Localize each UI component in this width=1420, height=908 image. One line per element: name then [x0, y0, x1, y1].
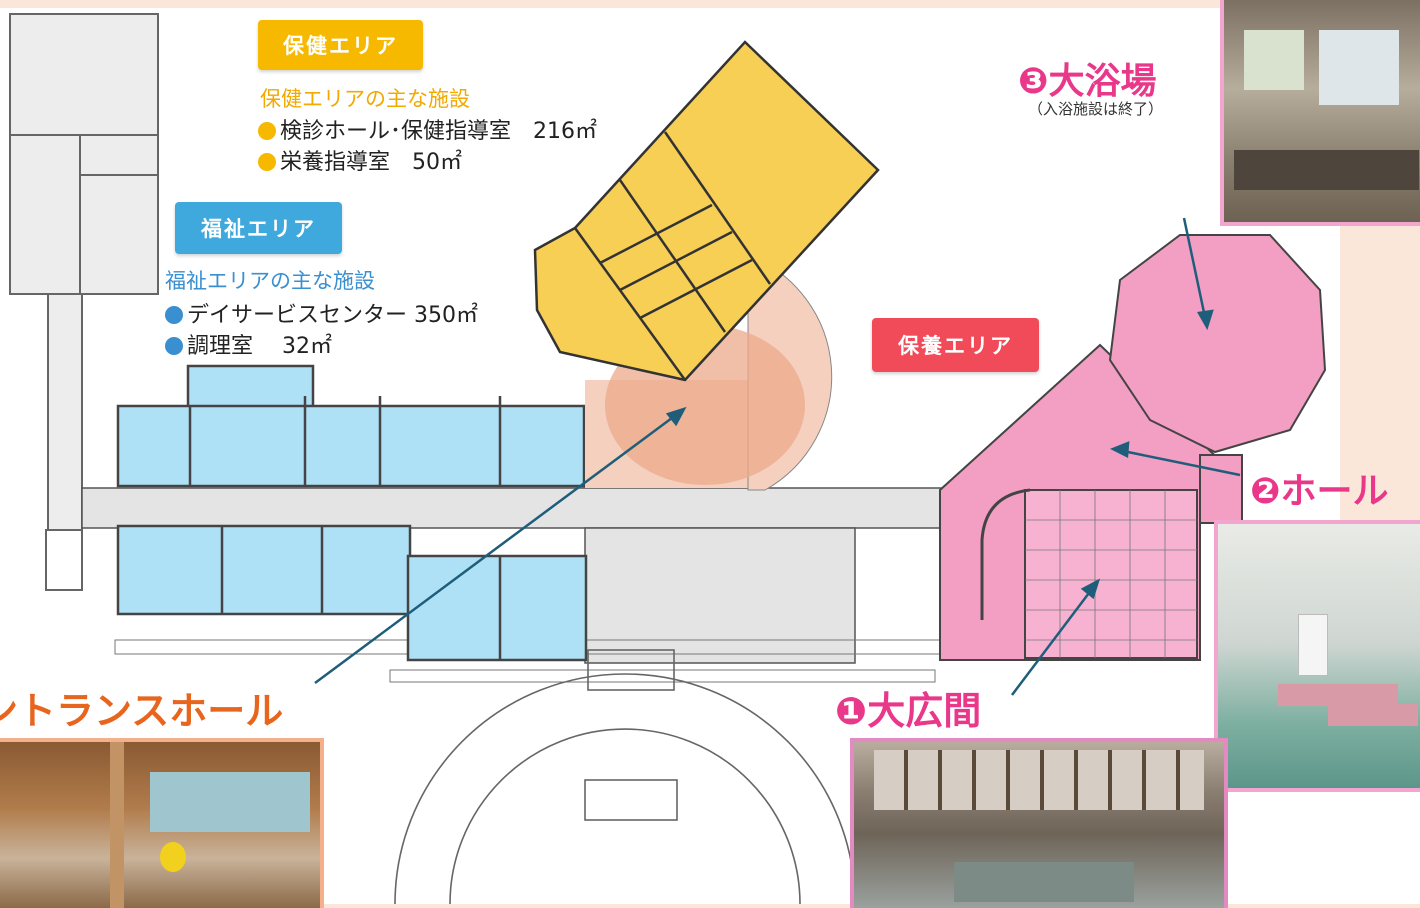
welfare-area-zone — [116, 364, 588, 662]
bullet-icon — [258, 153, 276, 171]
welfare-facility-item: デイサービスセンター 350㎡ — [165, 297, 478, 329]
bullet-icon — [258, 122, 276, 140]
hiroma-photo — [850, 738, 1228, 908]
entrance-photo — [0, 738, 324, 908]
bath-name: 大浴場 — [1048, 61, 1157, 102]
welfare-facility-item: 調理室 32㎡ — [165, 328, 332, 360]
front-arc — [394, 649, 856, 904]
hiroma-number: ❶ — [835, 689, 868, 733]
hall-label: ❷ホール — [1250, 462, 1389, 514]
corridor — [81, 487, 946, 683]
hall-name: ホール — [1280, 471, 1389, 512]
pointer-arrows — [314, 217, 1241, 696]
health-area-badge: 保健エリア — [258, 20, 423, 70]
health-facility-item: 検診ホール･保健指導室 216㎡ — [258, 113, 597, 145]
welfare-area-title: 福祉エリアの主な施設 — [165, 269, 375, 293]
health-facility-item: 栄養指導室 50㎡ — [258, 144, 462, 176]
recreation-area-zone — [939, 234, 1327, 661]
hiroma-name: 大広間 — [867, 689, 982, 733]
entrance-hall-label: エントランスホール — [0, 689, 284, 733]
hiroma-label: ❶大広間 — [835, 680, 981, 735]
recreation-area-badge: 保養エリア — [872, 318, 1039, 372]
bath-number: ❸ — [1018, 61, 1049, 102]
bullet-icon — [165, 337, 183, 355]
hall-photo — [1214, 520, 1420, 792]
health-area-title: 保健エリアの主な施設 — [260, 87, 470, 111]
welfare-area-badge: 福祉エリア — [175, 202, 342, 254]
health-area-zone — [533, 40, 880, 382]
annex-building — [9, 13, 159, 591]
bullet-icon — [165, 306, 183, 324]
bath-note: （入浴施設は終了） — [1028, 100, 1164, 118]
hall-number: ❷ — [1250, 471, 1281, 512]
bath-label: ❸大浴場 — [1018, 52, 1157, 104]
bath-photo — [1220, 0, 1420, 226]
